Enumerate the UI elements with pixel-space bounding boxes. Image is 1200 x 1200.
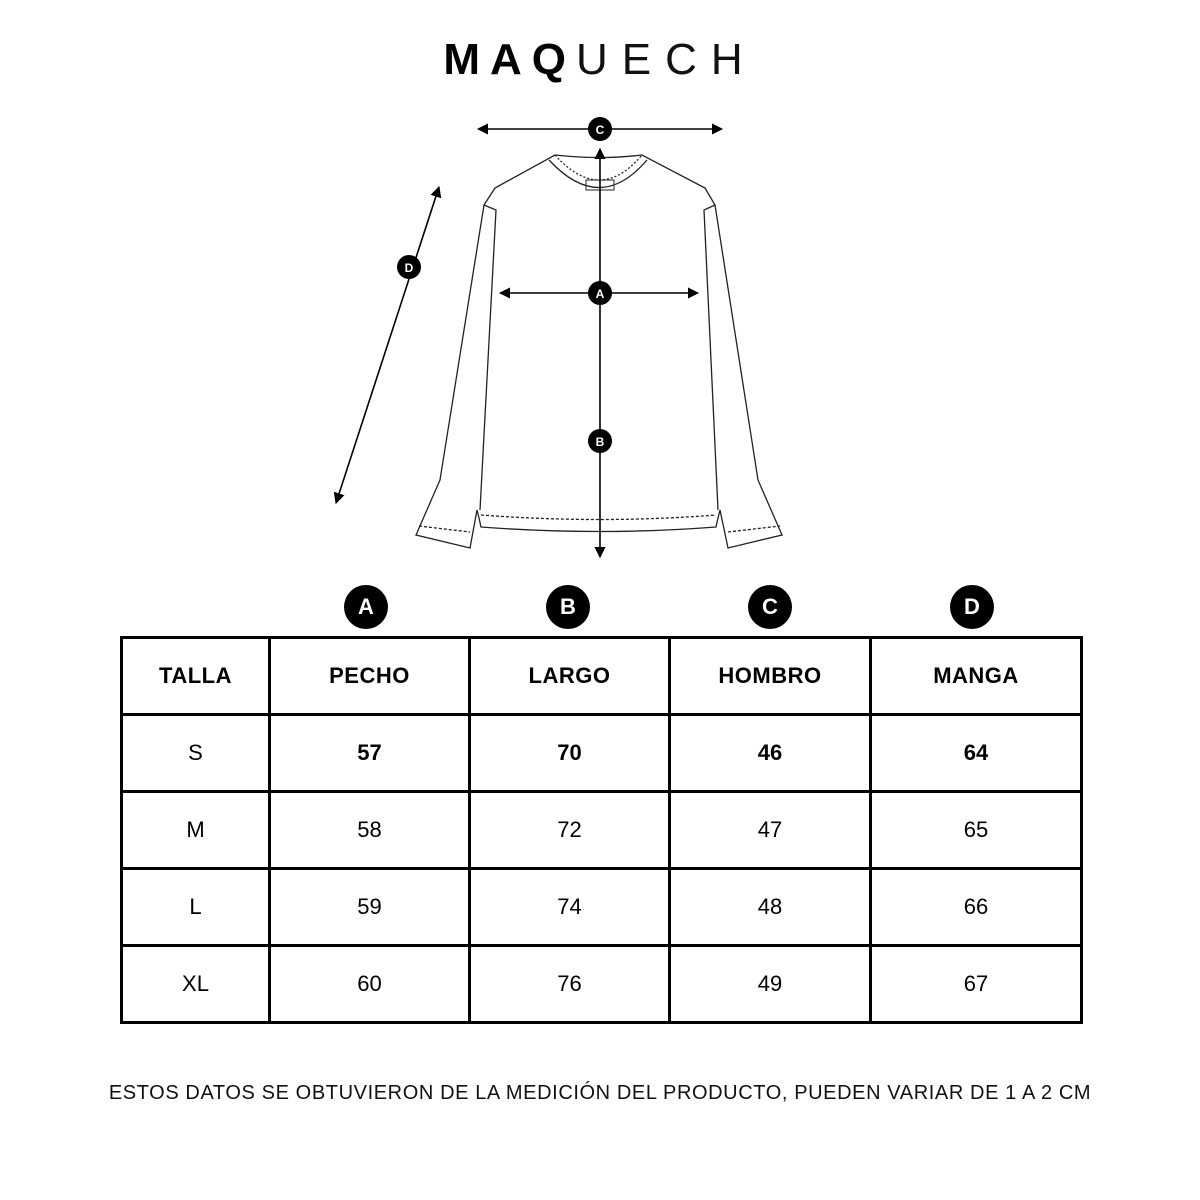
column-badge-d: D: [950, 585, 994, 629]
table-row: M 58 72 47 65: [120, 790, 1083, 870]
pecho-cell: 60: [268, 944, 471, 1024]
marker-c-label: C: [596, 123, 605, 137]
column-badge-b: B: [546, 585, 590, 629]
column-badge-c: C: [748, 585, 792, 629]
pecho-cell: 58: [268, 790, 471, 870]
marker-b: B: [588, 429, 612, 453]
marker-b-label: B: [596, 435, 605, 449]
hombro-cell: 47: [668, 790, 872, 870]
header-talla: TALLA: [120, 636, 271, 716]
garment-outline: [415, 154, 783, 549]
marker-c: C: [588, 117, 612, 141]
largo-cell: 72: [468, 790, 671, 870]
header-largo: LARGO: [468, 636, 671, 716]
brand-logo-bold: MAQ: [443, 35, 576, 84]
brand-logo-light: UECH: [575, 35, 757, 84]
size-cell: XL: [120, 944, 271, 1024]
manga-cell: 64: [869, 713, 1083, 793]
garment-diagram: C A B D: [320, 105, 820, 575]
measurement-disclaimer: ESTOS DATOS SE OBTUVIERON DE LA MEDICIÓN…: [108, 1082, 1092, 1104]
marker-a: A: [588, 281, 612, 305]
manga-cell: 67: [869, 944, 1083, 1024]
hombro-cell: 46: [668, 713, 872, 793]
column-badges: A B C D: [0, 585, 1200, 631]
size-chart-table: TALLA PECHO LARGO HOMBRO MANGA S 57 70 4…: [120, 636, 1083, 1024]
hombro-cell: 48: [668, 867, 872, 947]
marker-a-label: A: [596, 287, 605, 301]
sweatshirt-illustration: C A B D: [333, 117, 783, 559]
largo-cell: 74: [468, 867, 671, 947]
marker-d-label: D: [405, 261, 414, 275]
table-row: S 57 70 46 64: [120, 713, 1083, 793]
brand-logo: MAQUECH: [0, 32, 1200, 88]
column-badge-a: A: [344, 585, 388, 629]
manga-cell: 66: [869, 867, 1083, 947]
header-manga: MANGA: [869, 636, 1083, 716]
size-cell: L: [120, 867, 271, 947]
table-row: XL 60 76 49 67: [120, 944, 1083, 1024]
largo-cell: 76: [468, 944, 671, 1024]
header-pecho: PECHO: [268, 636, 471, 716]
marker-d: D: [397, 255, 421, 279]
manga-cell: 65: [869, 790, 1083, 870]
header-hombro: HOMBRO: [668, 636, 872, 716]
pecho-cell: 57: [268, 713, 471, 793]
table-row: L 59 74 48 66: [120, 867, 1083, 947]
size-cell: M: [120, 790, 271, 870]
hombro-cell: 49: [668, 944, 872, 1024]
pecho-cell: 59: [268, 867, 471, 947]
size-cell: S: [120, 713, 271, 793]
table-header-row: TALLA PECHO LARGO HOMBRO MANGA: [120, 636, 1083, 716]
largo-cell: 70: [468, 713, 671, 793]
